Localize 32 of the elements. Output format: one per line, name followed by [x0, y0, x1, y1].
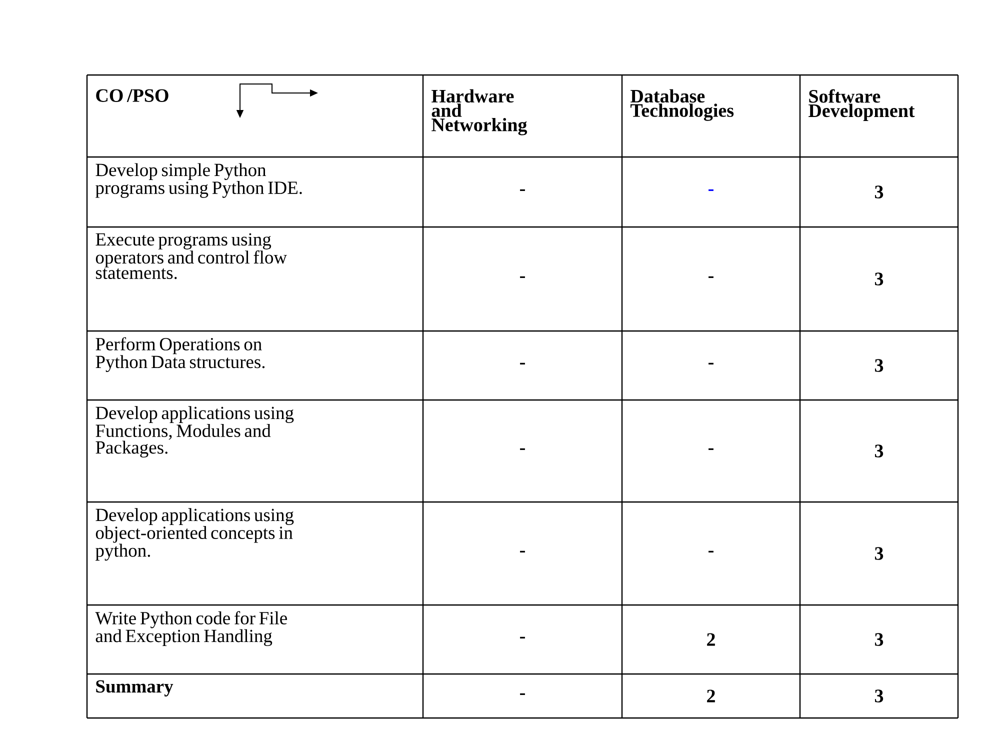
- cell-value: -: [520, 362, 525, 364]
- cell-value: -: [520, 693, 525, 695]
- header-cell-text: Hardware and Networking: [432, 89, 528, 136]
- cell-value: 2: [707, 690, 715, 702]
- cell-value: 3: [874, 547, 884, 560]
- cell-value: -: [520, 550, 525, 552]
- row-label: Develop applications using Functions, Modules and Packages.: [96, 406, 294, 458]
- row-label: Write Python code for File and Exception Handling: [95, 611, 287, 646]
- cell-value: 2: [707, 633, 715, 646]
- row-label: Develop applications using object-oriented concepts in python.: [96, 508, 294, 561]
- summary-label: Summary: [96, 680, 174, 696]
- header-cell-text: CO /PSO: [96, 89, 168, 102]
- cell-value: 3: [874, 690, 884, 702]
- cell-value: 3: [874, 272, 884, 286]
- row-label: Execute programs using operators and control flow statements.: [96, 233, 287, 280]
- cell-value: 3: [874, 186, 884, 198]
- cell-value: -: [708, 189, 714, 191]
- cell-value: -: [520, 276, 525, 278]
- cell-value: 3: [874, 633, 884, 646]
- header-cell-text: Database Technologies: [630, 89, 734, 121]
- cell-value: -: [520, 636, 525, 638]
- cell-value: 3: [874, 444, 884, 458]
- cell-value: -: [708, 362, 714, 364]
- row-label: Develop simple Python programs using Python IDE.: [96, 163, 302, 198]
- cell-value: -: [708, 448, 714, 450]
- cell-value: -: [708, 276, 714, 278]
- cell-value: -: [520, 448, 525, 450]
- cell-value: -: [708, 550, 714, 552]
- row-label: Perform Operations on Python Data structures.: [96, 337, 265, 372]
- cell-value: 3: [874, 359, 884, 372]
- header-cell-text: Software Development: [808, 89, 915, 121]
- cell-value: -: [520, 189, 525, 191]
